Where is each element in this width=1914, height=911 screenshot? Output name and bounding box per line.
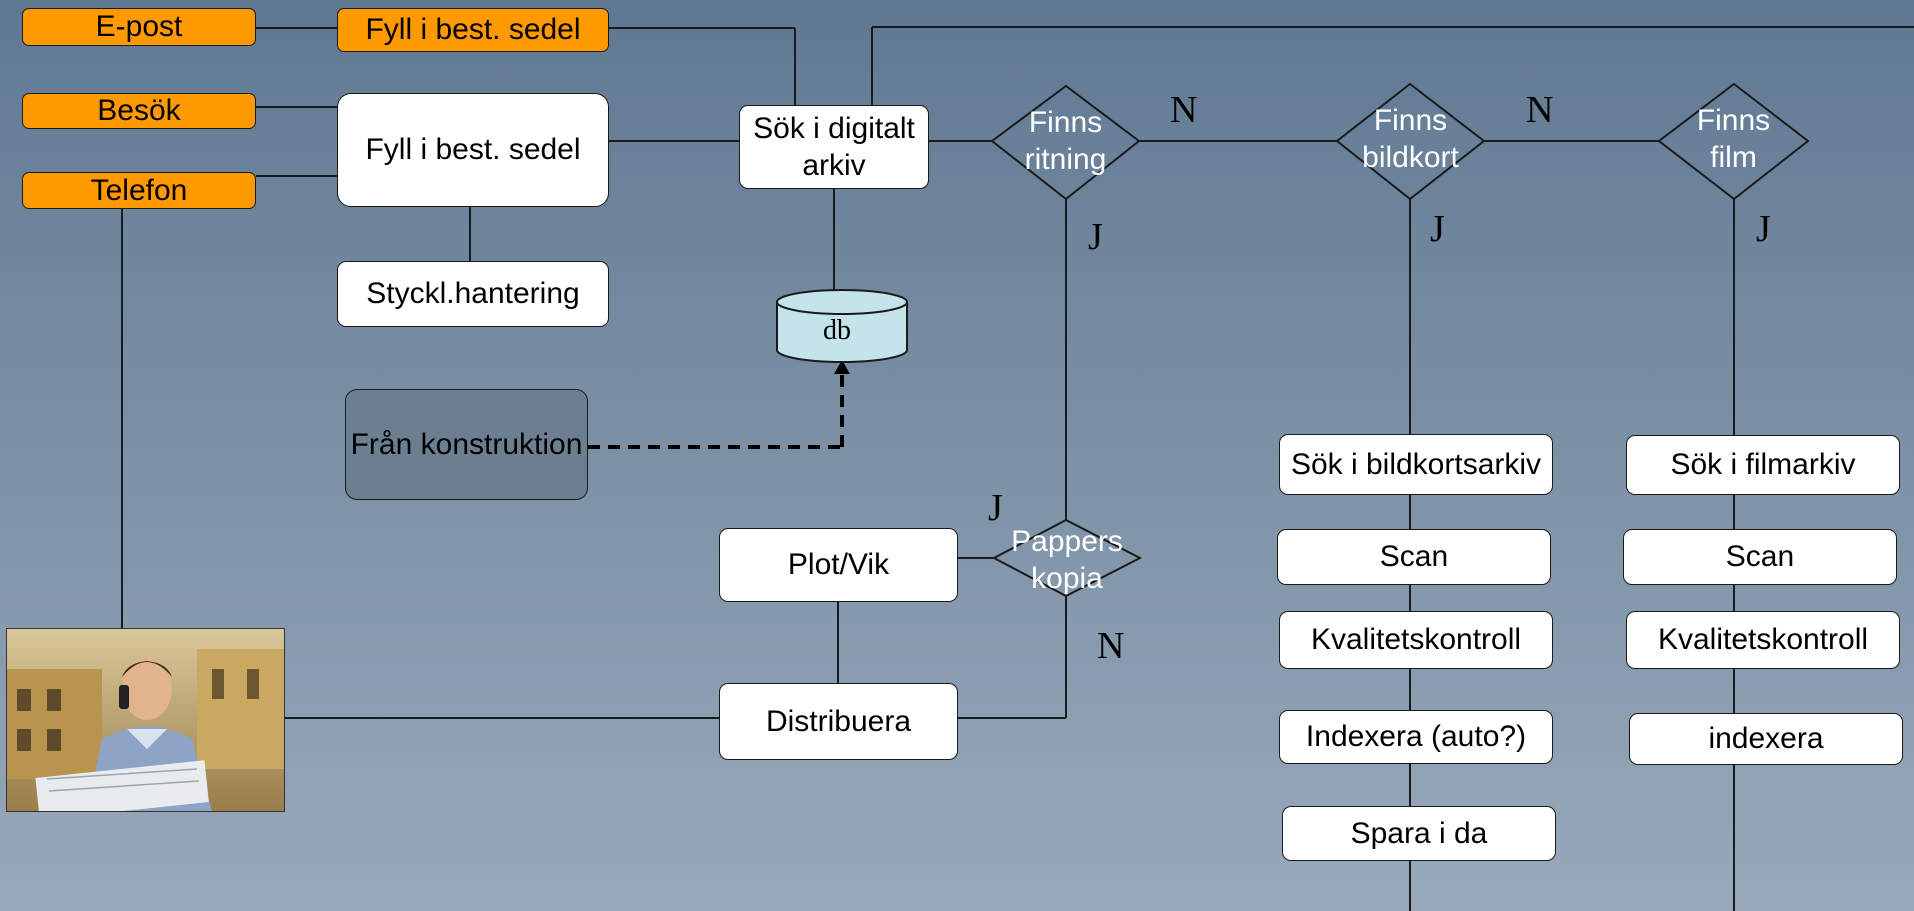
fran-konstruktion-box: Från konstruktion	[345, 389, 588, 500]
indexera-auto-box: Indexera (auto?)	[1279, 710, 1553, 764]
sok-digitalt-box: Sök i digitalt arkiv	[739, 105, 929, 189]
person-on-phone-photo	[6, 628, 285, 812]
pappers-kopia-text: Pappers kopia	[1011, 524, 1123, 596]
flag-j-film: J	[1756, 208, 1771, 250]
plot-vik-box: Plot/Vik	[719, 528, 958, 602]
scan-1-box: Scan	[1277, 529, 1551, 585]
db-label: db	[823, 315, 851, 346]
scan-2-box: Scan	[1623, 529, 1897, 585]
decision-diamond-film	[1657, 82, 1810, 201]
sok-bildkort-box: Sök i bildkortsarkiv	[1279, 434, 1553, 495]
flag-j-bildkort: J	[1430, 208, 1445, 250]
sok-film-box: Sök i filmarkiv	[1626, 435, 1900, 495]
flag-j-pappers: J	[988, 487, 1003, 529]
distribuera-box: Distribuera	[719, 683, 958, 760]
flag-n-bildkort: N	[1526, 89, 1554, 131]
decision-diamond-bildkort	[1335, 82, 1486, 201]
finns-bildkort-text: Finns bildkort	[1362, 103, 1459, 175]
telefon-box: Telefon	[22, 172, 256, 209]
styckl-box: Styckl.hantering	[337, 261, 609, 327]
fyll-mid-box: Fyll i best. sedel	[337, 93, 609, 207]
kvalitet-1-box: Kvalitetskontroll	[1279, 611, 1553, 669]
flag-j-ritning: J	[1088, 216, 1103, 258]
finns-film-text: Finns film	[1696, 103, 1771, 175]
spara-da-box: Spara i da	[1282, 806, 1556, 861]
besok-box: Besök	[22, 93, 256, 129]
decision-diamond-ritning	[990, 84, 1141, 201]
fyll-top-box: Fyll i best. sedel	[337, 8, 609, 52]
indexera-2-box: indexera	[1629, 713, 1903, 765]
finns-ritning-text: Finns ritning	[1024, 105, 1107, 177]
database-cylinder	[776, 289, 908, 363]
flag-n-ritning: N	[1170, 89, 1198, 131]
kvalitet-2-box: Kvalitetskontroll	[1626, 611, 1900, 669]
decision-diamond-pappers	[991, 518, 1143, 598]
epost-box: E-post	[22, 8, 256, 46]
flag-n-pappers: N	[1097, 625, 1125, 667]
